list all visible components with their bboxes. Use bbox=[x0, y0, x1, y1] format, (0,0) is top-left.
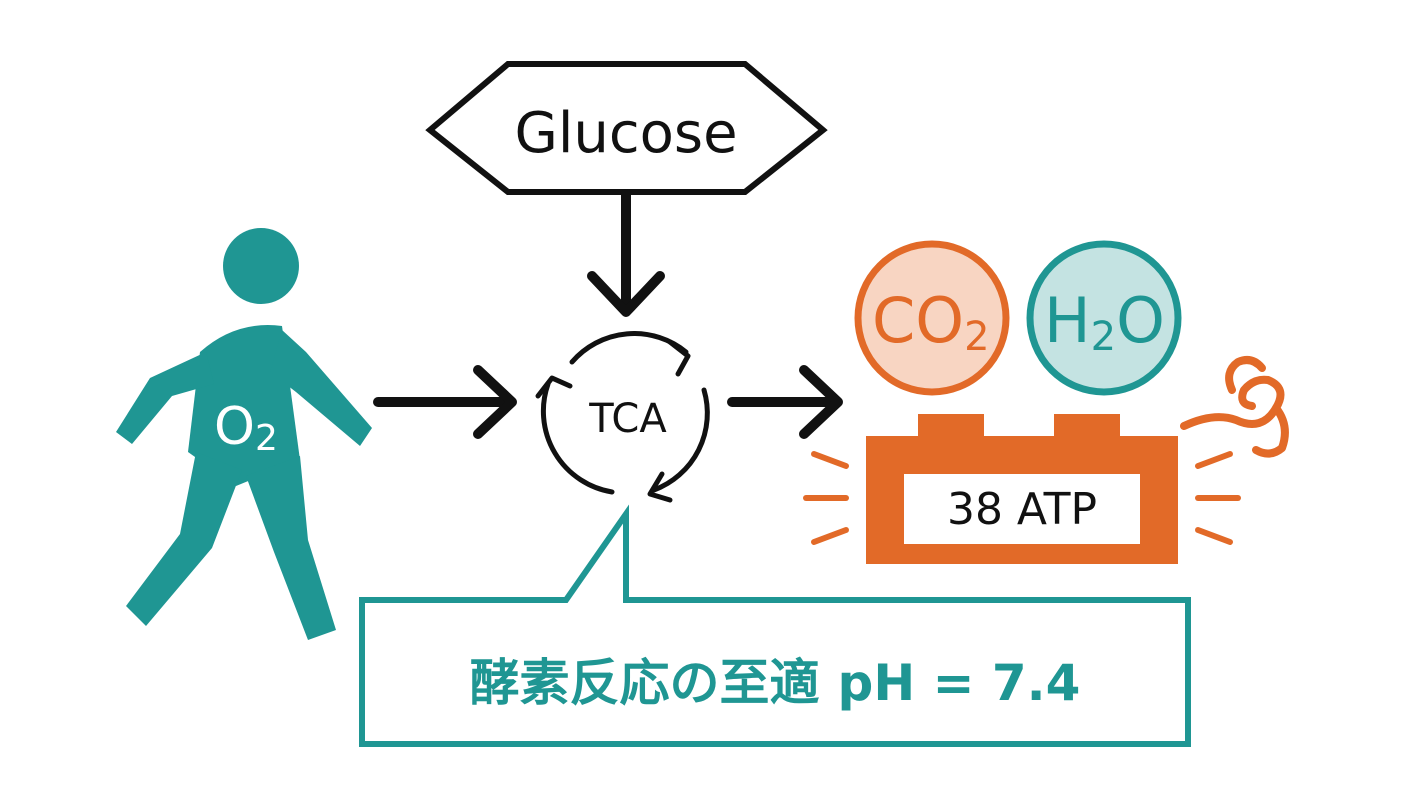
glucose-to-tca-arrow bbox=[587, 189, 665, 317]
battery-icon: 38 ATP bbox=[866, 414, 1178, 564]
flexed-arm-icon bbox=[1180, 356, 1289, 458]
walking-person-icon: O2 bbox=[116, 228, 372, 640]
co2-label: CO2 bbox=[872, 284, 990, 360]
h2o-bubble: H2O bbox=[1026, 240, 1182, 396]
glucose-label: Glucose bbox=[514, 101, 737, 166]
oxygen-label: O2 bbox=[214, 397, 278, 459]
battery-glow bbox=[803, 451, 1241, 545]
cycle-arrows-icon bbox=[535, 331, 710, 503]
h2o-label: H2O bbox=[1044, 284, 1165, 360]
co2-bubble: CO2 bbox=[854, 240, 1010, 396]
tca-label: TCA bbox=[588, 396, 667, 442]
oxygen-to-tca-arrow bbox=[373, 365, 517, 439]
tca-to-products-arrow bbox=[727, 365, 843, 439]
tca-cycle: TCA bbox=[535, 331, 710, 503]
glucose-node: Glucose bbox=[425, 61, 828, 195]
atp-label: 38 ATP bbox=[947, 484, 1097, 535]
